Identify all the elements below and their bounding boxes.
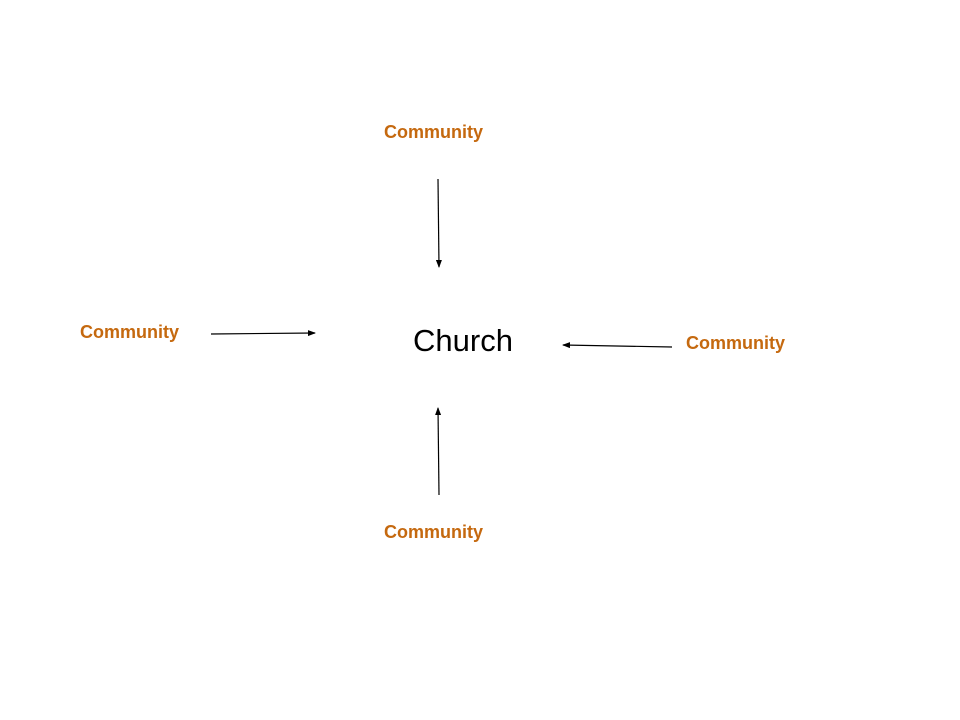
arrow-bottom-to-church	[435, 407, 442, 496]
arrow-left-to-church	[210, 330, 316, 337]
church-center-label: Church	[413, 323, 513, 358]
community-top-label: Community	[384, 122, 483, 142]
community-left-label: Community	[80, 322, 179, 342]
arrow-right-to-church	[562, 342, 673, 349]
community-bottom-label: Community	[384, 522, 483, 542]
arrow-top-to-church	[435, 178, 442, 268]
community-right-label: Community	[686, 333, 785, 353]
